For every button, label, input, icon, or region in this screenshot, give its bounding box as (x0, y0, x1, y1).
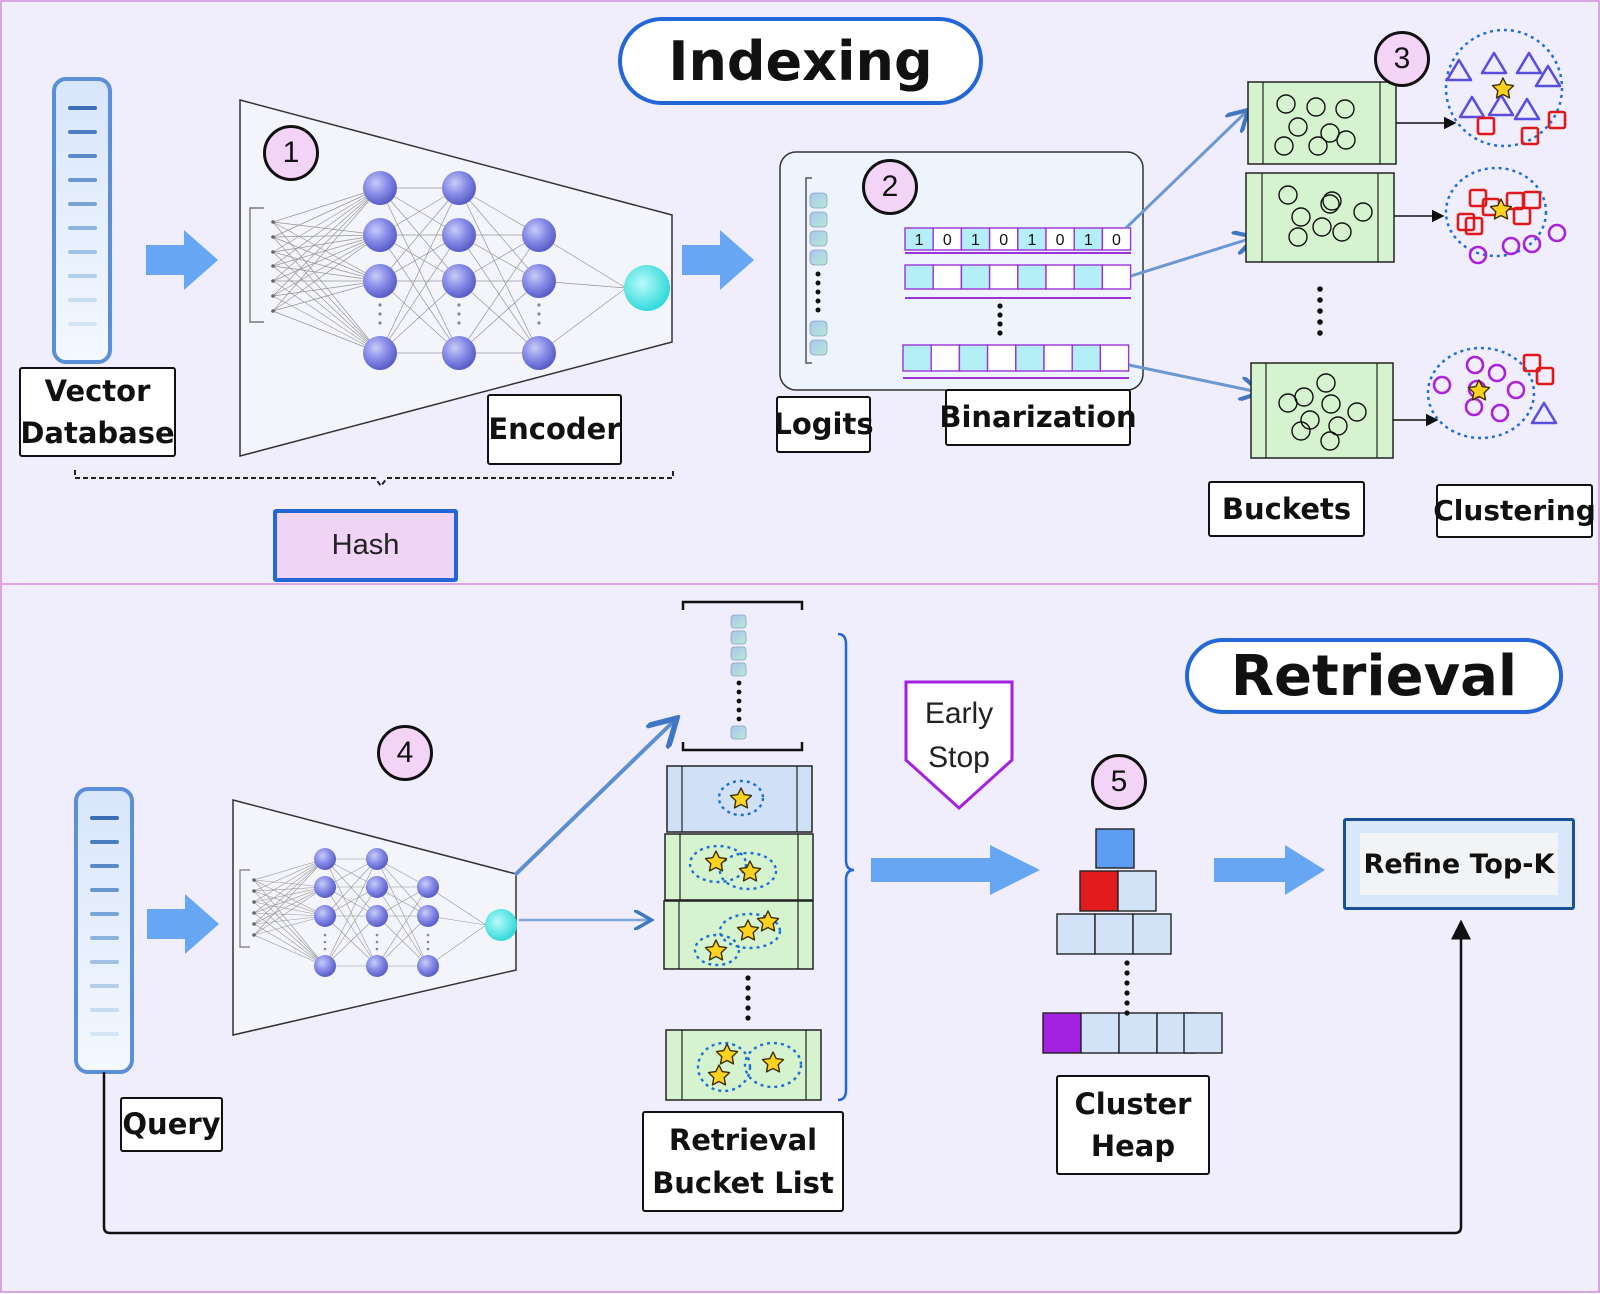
bucket-list-brace (837, 632, 855, 1102)
indexing-title: Indexing (618, 17, 983, 105)
arrows-to-buckets (1124, 112, 1258, 392)
svg-text:0: 0 (999, 232, 1008, 249)
arrows-to-clusters (1393, 116, 1457, 427)
svg-text:1: 1 (915, 232, 924, 249)
binarization-label: Binarization (939, 389, 1137, 446)
retrieval-title: Retrieval (1185, 638, 1563, 714)
retrieved-bucket-n (665, 1029, 822, 1101)
step-1-badge: 1 (263, 125, 319, 181)
retrieved-bucket-1 (666, 765, 813, 833)
arrows-to-bucket-list (513, 721, 674, 920)
bucket-2 (1245, 172, 1395, 263)
cluster-3-icon (1426, 346, 1558, 440)
step-3-badge: 3 (1374, 31, 1430, 87)
step-2-badge: 2 (862, 159, 918, 215)
query-bypass-line (102, 919, 1471, 1235)
buckets-label: Buckets (1208, 481, 1365, 537)
early-stop-label: Early Stop (924, 697, 994, 774)
query-label: Query (120, 1097, 223, 1152)
logits-label: Logits (773, 396, 874, 453)
query-encoder-network (232, 799, 517, 1036)
query-vector-icon (74, 787, 134, 1074)
encoder-label: Encoder (487, 394, 622, 465)
refine-top-k-label: Refine Top-K (1360, 833, 1558, 895)
heap-ellipsis (1124, 960, 1130, 1016)
svg-text:1: 1 (1084, 232, 1093, 249)
retrieval-bucket-list (663, 765, 822, 1101)
binary-codes: 1 0 1 0 1 0 1 0 (902, 227, 1132, 379)
cluster-1-icon (1444, 28, 1567, 148)
arrow-to-cluster-heap (871, 845, 1040, 895)
retrieved-bucket-2 (664, 833, 814, 901)
early-stop-badge (904, 680, 1014, 811)
step-5-badge: 5 (1091, 754, 1147, 810)
retrieved-bucket-3 (663, 900, 814, 970)
retrieval-bucket-list-label: Retrieval Bucket List (642, 1111, 844, 1212)
bucket-1 (1247, 81, 1397, 165)
query-code-vector (681, 600, 804, 752)
svg-text:1: 1 (1027, 232, 1036, 249)
svg-text:1: 1 (971, 232, 980, 249)
vector-database-label: Vector Database (19, 367, 176, 457)
hash-label: Hash (273, 509, 458, 582)
refine-top-k-box: Refine Top-K (1343, 818, 1575, 910)
encoder-network (239, 99, 673, 457)
cluster-heap-icon (1042, 828, 1223, 1054)
clustering-label: Clustering (1433, 484, 1596, 538)
buckets-ellipsis (1317, 286, 1323, 336)
svg-text:0: 0 (943, 232, 952, 249)
svg-text:0: 0 (1112, 232, 1121, 249)
arrow-heap-to-refine (1214, 845, 1325, 895)
cluster-2-icon (1444, 166, 1567, 265)
bucket-n (1250, 362, 1394, 459)
vector-database-icon (52, 77, 112, 364)
hash-brace (74, 470, 674, 488)
cluster-heap-label: Cluster Heap (1056, 1075, 1210, 1175)
logits-vector (805, 177, 828, 364)
step-4-badge: 4 (377, 725, 433, 781)
svg-text:0: 0 (1056, 232, 1065, 249)
